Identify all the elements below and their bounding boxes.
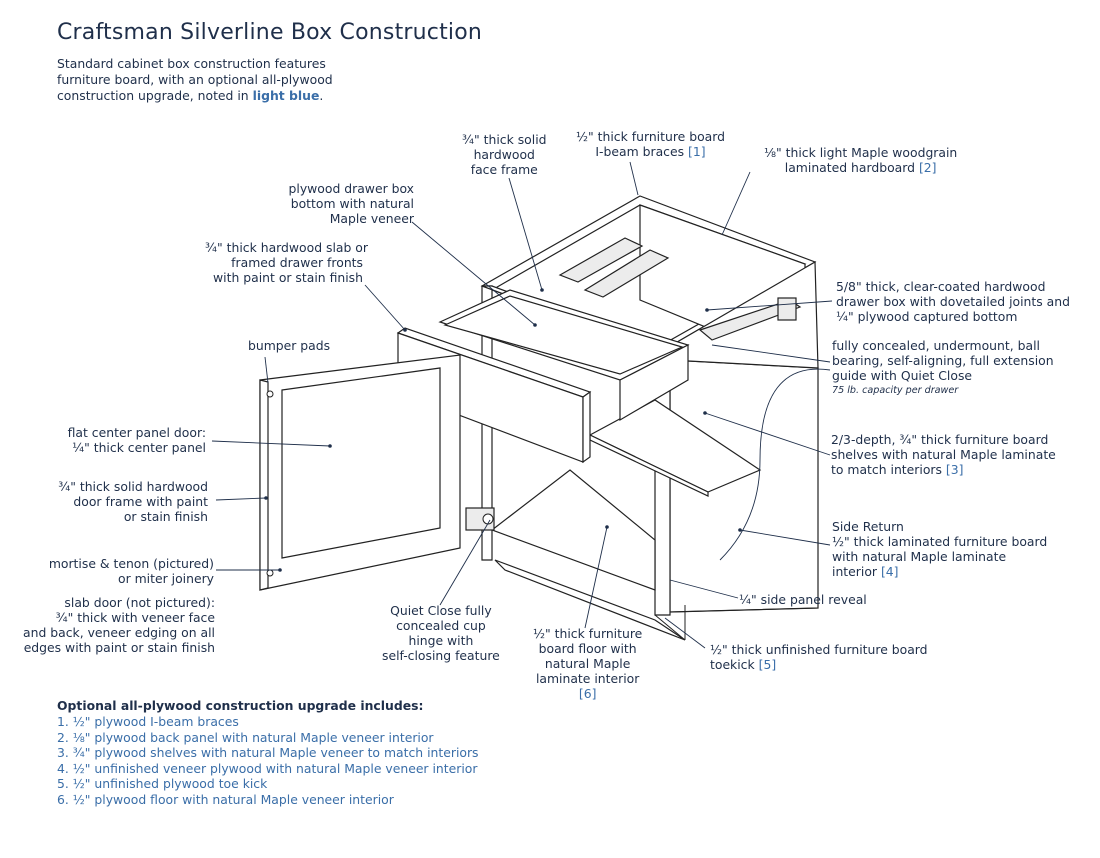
label-line: Quiet Close fully	[390, 603, 492, 618]
label-line: ¼" thick center panel	[72, 440, 206, 455]
label-line: 2/3-depth, ¾" thick furniture board	[831, 432, 1049, 447]
label-line: flat center panel door:	[67, 425, 206, 440]
label-slab-door: slab door (not pictured): ¾" thick with …	[18, 595, 215, 655]
label-line: plywood drawer box	[288, 181, 414, 196]
cabinet-floor	[490, 469, 656, 591]
label-line: shelves with natural Maple laminate	[831, 447, 1056, 462]
label-line: guide with Quiet Close	[832, 368, 973, 383]
label-line: self-closing feature	[382, 648, 500, 663]
upgrade-item: 4. ½" unfinished veneer plywood with nat…	[57, 760, 478, 776]
label-line: or stain finish	[123, 509, 208, 524]
label-line: Maple veneer	[329, 211, 414, 226]
leader-lines	[211, 161, 833, 649]
upgrade-item: 5. ½" unfinished plywood toe kick	[57, 776, 268, 792]
label-line: ½" thick unfinished furniture board	[710, 642, 928, 657]
intro-end: .	[319, 88, 324, 103]
label-line: with paint or stain finish	[213, 270, 363, 285]
drawer-guide	[698, 299, 802, 341]
label-line: Side Return	[832, 519, 904, 534]
label-line: mortise & tenon (pictured)	[48, 556, 214, 571]
ref-1: [1]	[688, 144, 706, 159]
label-line: ¾" thick solid	[462, 132, 547, 147]
label-hardboard: ⅛" thick light Maple woodgrain laminated…	[764, 145, 957, 175]
door	[259, 354, 495, 591]
page-title: Craftsman Silverline Box Construction	[57, 20, 483, 45]
label-line: hardwood	[473, 147, 535, 162]
label-line: ¼" plywood captured bottom	[836, 309, 1018, 324]
label-line: ½" thick furniture board	[576, 129, 725, 144]
label-drawer-fronts: ¾" thick hardwood slab or framed drawer …	[205, 240, 368, 285]
upgrade-item: 3. ¾" plywood shelves with natural Maple…	[57, 745, 479, 761]
label-shelves: 2/3-depth, ¾" thick furniture board shel…	[831, 432, 1056, 477]
label-line: edges with paint or stain finish	[23, 640, 215, 655]
label-line: door frame with paint	[73, 494, 208, 509]
ibeam-brace	[558, 237, 644, 283]
label-reveal: ¼" side panel reveal	[739, 592, 867, 607]
label-door-frame: ¾" thick solid hardwood door frame with …	[52, 479, 208, 524]
label-line: ¾" thick solid hardwood	[58, 479, 208, 494]
ref-6: [6]	[578, 686, 597, 701]
label-floor: ½" thick furniture board floor with natu…	[533, 626, 642, 701]
label-line: with natural Maple laminate	[832, 549, 1007, 564]
label-line: bottom with natural	[290, 196, 414, 211]
label-line: ¾" thick hardwood slab or	[205, 240, 368, 255]
label-line: toekick	[710, 657, 755, 672]
upgrade-item: 6. ½" plywood floor with natural Maple v…	[57, 791, 394, 807]
label-guides: fully concealed, undermount, ball bearin…	[832, 338, 1054, 398]
upgrade-item: 1. ½" plywood I-beam braces	[57, 714, 239, 729]
label-center-panel: flat center panel door: ¼" thick center …	[60, 425, 206, 455]
label-line: to match interiors	[831, 462, 942, 477]
label-line: or miter joinery	[117, 571, 214, 586]
label-toekick: ½" thick unfinished furniture board toek…	[710, 642, 928, 672]
label-line: laminate interior	[535, 671, 640, 686]
label-line: bearing, self-aligning, full extension	[832, 353, 1054, 368]
label-line: interior	[832, 564, 877, 579]
ref-3: [3]	[945, 462, 964, 477]
intro-body: Standard cabinet box construction featur…	[57, 56, 333, 103]
upgrade-heading: Optional all-plywood construction upgrad…	[57, 698, 424, 713]
label-drawer-box: 5/8" thick, clear-coated hardwood drawer…	[836, 279, 1070, 324]
label-line: ½" thick furniture	[533, 626, 643, 641]
label-line: ¾" thick with veneer face	[55, 610, 215, 625]
label-line: ⅛" thick light Maple woodgrain	[764, 145, 958, 160]
intro-text: Standard cabinet box construction featur…	[57, 56, 357, 104]
label-line: laminated hardboard	[784, 160, 916, 175]
label-line: board floor with	[538, 641, 637, 656]
drawer	[396, 289, 802, 464]
upgrade-item: 2. ⅛" plywood back panel with natural Ma…	[57, 729, 434, 745]
label-line: natural Maple	[544, 656, 631, 671]
label-face-frame: ¾" thick solid hardwood face frame	[462, 132, 547, 177]
label-line: hinge with	[408, 633, 474, 648]
label-side-return: Side Return ½" thick laminated furniture…	[832, 519, 1047, 579]
ref-2: [2]	[918, 160, 937, 175]
label-line: ½" thick laminated furniture board	[832, 534, 1048, 549]
guide-capacity: 75 lb. capacity per drawer	[832, 385, 959, 396]
ref-5: [5]	[758, 657, 777, 672]
label-line: drawer box with dovetailed joints and	[836, 294, 1070, 309]
intro-highlight: light blue	[252, 88, 320, 103]
door-center-panel	[281, 367, 441, 559]
upgrade-list: 1. ½" plywood I-beam braces 2. ⅛" plywoo…	[57, 714, 479, 808]
ref-4: [4]	[880, 564, 899, 579]
label-hinge: Quiet Close fully concealed cup hinge wi…	[382, 603, 500, 663]
label-line: concealed cup	[396, 618, 486, 633]
label-line: and back, veneer edging on all	[23, 625, 215, 640]
label-mortise: mortise & tenon (pictured) or miter join…	[40, 556, 214, 586]
label-bumper: bumper pads	[248, 338, 331, 353]
label-ibeam: ½" thick furniture board I-beam braces […	[576, 129, 725, 159]
label-line: 5/8" thick, clear-coated hardwood	[836, 279, 1046, 294]
label-drawer-bottom: plywood drawer box bottom with natural M…	[287, 181, 414, 226]
label-line: face frame	[470, 162, 538, 177]
label-line: I-beam braces	[595, 144, 685, 159]
leader-dots	[264, 288, 742, 572]
label-line: slab door (not pictured):	[64, 595, 215, 610]
label-line: framed drawer fronts	[231, 255, 363, 270]
label-line: fully concealed, undermount, ball	[832, 338, 1040, 353]
